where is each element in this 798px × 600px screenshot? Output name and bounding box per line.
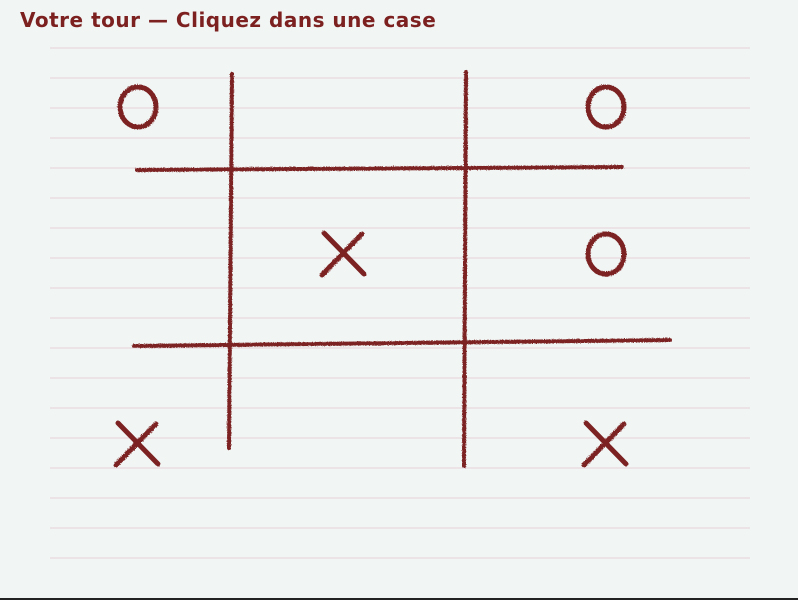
x-mark-stroke (319, 231, 365, 278)
x-mark-stroke (581, 421, 627, 468)
x-mark-stroke (113, 421, 159, 468)
x-mark (581, 420, 629, 468)
board-cell-r3-c1 (60, 343, 231, 500)
board-cell-r2-c1[interactable] (60, 169, 231, 343)
board-cell-r1-c2[interactable] (231, 60, 465, 169)
o-mark (585, 231, 627, 277)
grid-line (135, 165, 624, 172)
board-cells (60, 60, 740, 500)
notebook-ruled-lines (50, 47, 750, 559)
o-mark (117, 84, 159, 130)
board-cell-r2-c3 (465, 169, 740, 343)
grid-line (227, 72, 234, 450)
grid-line (462, 70, 468, 468)
bottom-border (0, 598, 798, 600)
turn-status-message: Votre tour — Cliquez dans une case (20, 8, 437, 32)
x-mark (319, 230, 367, 278)
board-marks (113, 84, 629, 468)
tic-tac-toe-grid (132, 70, 672, 468)
x-mark (113, 420, 161, 468)
o-mark (585, 84, 627, 130)
grid-line (132, 338, 672, 348)
board-cell-r3-c3 (465, 343, 740, 500)
board-cell-r3-c2[interactable] (231, 343, 465, 500)
board-cell-r1-c1 (60, 60, 231, 169)
board-cell-r1-c3 (465, 60, 740, 169)
